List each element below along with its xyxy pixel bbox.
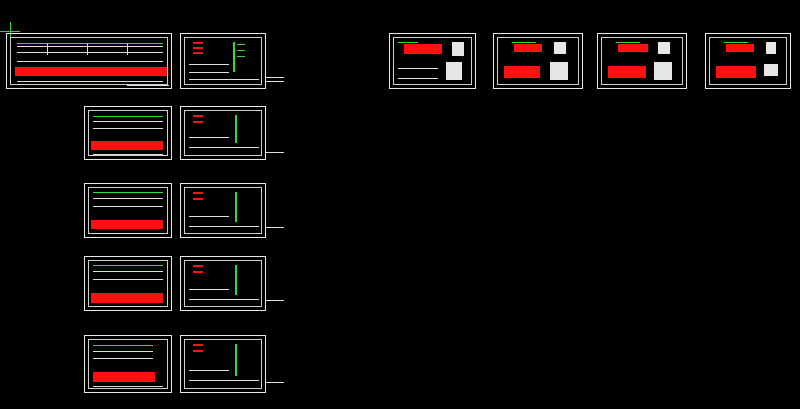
sheet-elevation-1[interactable] xyxy=(6,33,172,89)
sheet-detail-4[interactable] xyxy=(180,256,266,311)
sheet-elevation-3[interactable] xyxy=(84,183,172,238)
sheet-section-d[interactable] xyxy=(705,33,791,89)
sheet-section-a[interactable] xyxy=(389,33,476,89)
sheet-elevation-5[interactable] xyxy=(84,335,172,393)
sheet-section-b[interactable] xyxy=(493,33,583,89)
sheet-detail-1[interactable] xyxy=(180,33,266,89)
crosshair-cursor-v xyxy=(10,22,11,42)
sheet-detail-5[interactable] xyxy=(180,335,266,393)
sheet-detail-3[interactable] xyxy=(180,183,266,238)
sheet-section-c[interactable] xyxy=(597,33,687,89)
sheet-elevation-4[interactable] xyxy=(84,256,172,311)
sheet-elevation-2[interactable] xyxy=(84,106,172,160)
sheet-detail-2[interactable] xyxy=(180,106,266,160)
